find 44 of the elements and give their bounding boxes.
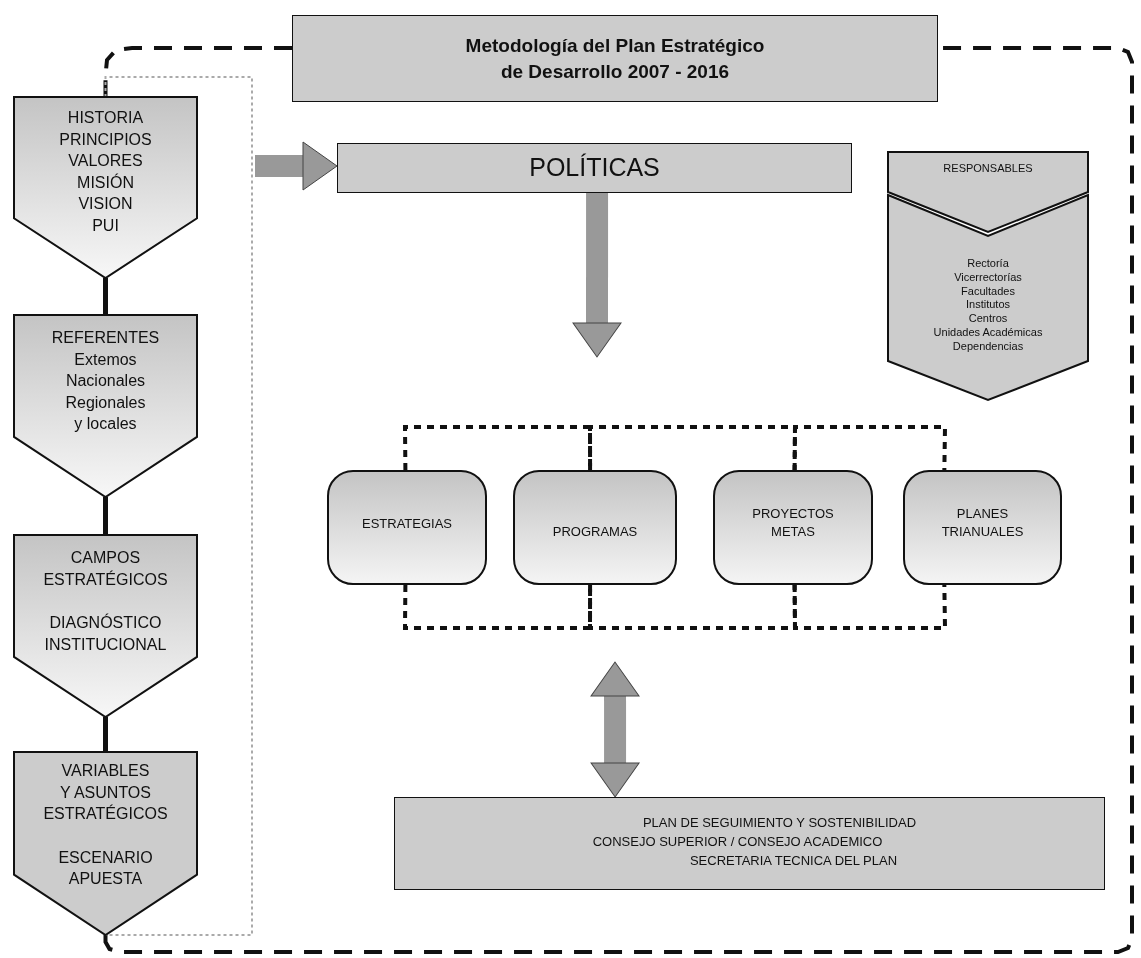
dashed-connector	[104, 76, 253, 936]
dashed-connector	[103, 46, 1134, 954]
node-label: PROGRAMAS	[552, 523, 638, 541]
dashed-connector	[103, 46, 292, 97]
node-label: CAMPOS ESTRATÉGICOS	[43, 548, 168, 590]
connector-line	[103, 717, 108, 752]
node-label: PLANES TRIANUALES	[941, 505, 1024, 541]
process-box	[337, 143, 852, 193]
node-label: CONSEJO SUPERIOR / CONSEJO ACADEMICO	[592, 832, 883, 851]
node-label: REFERENTES Extemos Nacionales Regionales y locales	[51, 328, 160, 435]
dashed-connector	[403, 584, 593, 630]
connector-line	[103, 497, 108, 535]
dashed-connector	[792, 584, 948, 630]
node-label: HISTORIA PRINCIPIOS VALORES MISIÓN VISION PUI	[59, 108, 152, 236]
chevron-shape	[14, 315, 197, 497]
chevron-shape	[14, 535, 197, 717]
dashed-connector	[792, 425, 948, 471]
rounded-box	[713, 470, 873, 585]
chevron-shape	[888, 152, 1088, 232]
node-label: Rectoría Vicerrectorías Facultades Institutos Centros Unidades Académicas Dependencias	[933, 257, 1043, 354]
rounded-box	[903, 470, 1062, 585]
dashed-connector	[588, 585, 797, 630]
dashed-connector	[588, 425, 797, 470]
title-box	[292, 15, 938, 102]
chevron-shape	[14, 97, 197, 278]
connector-line	[103, 278, 108, 315]
node-label: PLAN DE SEGUIMIENTO Y SOSTENIBILIDAD	[642, 814, 917, 832]
node-label: ESCENARIO APUESTA	[58, 847, 153, 890]
chevron-shape	[14, 752, 197, 935]
node-label: ESTRATEGIAS	[361, 515, 453, 533]
block-arrow	[572, 192, 622, 358]
node-label: PROYECTOS METAS	[752, 505, 834, 541]
rounded-box	[513, 470, 677, 585]
block-arrow	[255, 141, 338, 191]
rounded-box	[327, 470, 487, 585]
process-box	[394, 797, 1105, 890]
node-label: DIAGNÓSTICO INSTITUCIONAL	[44, 612, 167, 655]
block-arrow	[590, 661, 640, 798]
node-label: Metodología del Plan Estratégico de Desarrollo 2007 - 2016	[465, 33, 765, 84]
node-label: SECRETARIA TECNICA DEL PLAN	[689, 851, 898, 870]
node-label: POLÍTICAS	[529, 152, 660, 184]
node-label: RESPONSABLES	[943, 161, 1033, 176]
dashed-connector	[403, 425, 593, 471]
node-label: VARIABLES Y ASUNTOS ESTRATÉGICOS	[43, 761, 168, 825]
